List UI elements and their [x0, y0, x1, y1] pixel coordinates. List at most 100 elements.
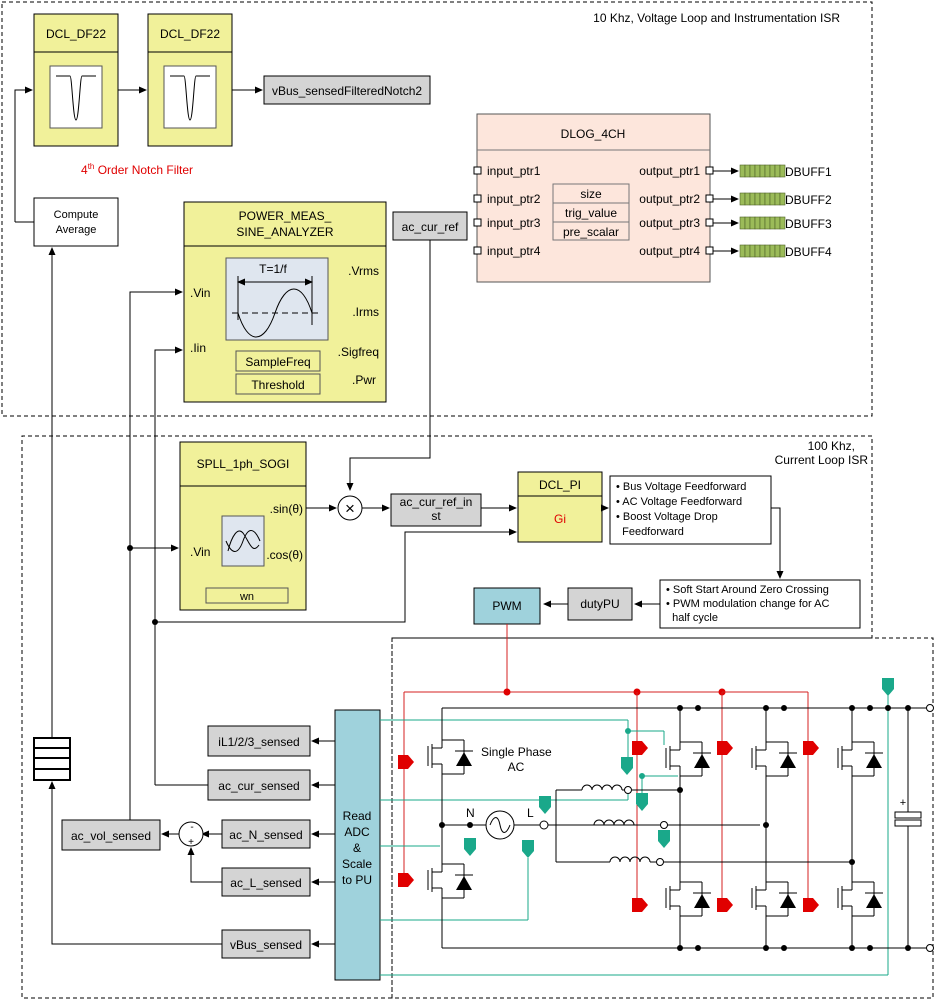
svg-text:-: -	[190, 822, 193, 833]
samplefreq-param	[235, 350, 321, 372]
compute-average-box	[33, 197, 119, 247]
dlog-param-size: size	[580, 187, 602, 201]
dlog-title: DLOG_4CH	[561, 127, 626, 141]
ac-n-sensed-box	[221, 819, 311, 849]
svg-text:vBus_sensed: vBus_sensed	[230, 938, 302, 952]
voltage-loop-title: 10 Khz, Voltage Loop and Instrumentation…	[593, 11, 840, 25]
svg-text:wn: wn	[239, 591, 254, 603]
power-meas-block: POWER_MEAS_ SINE_ANALYZER .Vin .Iin .Vrm…	[183, 201, 387, 403]
svg-text:Threshold: Threshold	[251, 378, 304, 392]
dlog-block: DLOG_4CH input_ptr1 input_ptr2 input_ptr…	[473, 113, 714, 283]
power-meas-iin: .Iin	[190, 341, 206, 355]
svg-text:Scale: Scale	[342, 857, 372, 871]
il-sensed-box	[207, 725, 311, 757]
svg-text:+: +	[188, 837, 194, 848]
power-meas-title-1: POWER_MEAS_	[239, 209, 332, 223]
spll-sin: .sin(θ)	[270, 502, 303, 516]
power-meas-vrms: .Vrms	[348, 264, 379, 278]
dcl-pi-gain: Gi	[554, 512, 566, 526]
period-label: T=1/f	[259, 262, 287, 276]
svg-text:&: &	[353, 841, 361, 855]
dbuff2-label: DBUFF2	[785, 193, 832, 207]
dcl-pi-title: DCL_PI	[539, 478, 581, 492]
single-phase-label-2: AC	[508, 760, 525, 774]
dbuff4-label: DBUFF4	[785, 245, 832, 259]
svg-text:Read: Read	[343, 809, 372, 823]
notch2-title: DCL_DF22	[160, 27, 220, 41]
svg-text:iL1/2/3_sensed: iL1/2/3_sensed	[218, 735, 299, 749]
spll-vin: .Vin	[190, 545, 210, 559]
multiply-symbol: ×	[345, 499, 355, 518]
ff-item-3: • Boost Voltage Drop	[616, 511, 718, 523]
spll-title: SPLL_1ph_SOGI	[197, 457, 290, 471]
notch-response-icon	[170, 75, 210, 121]
power-meas-sigfreq: .Sigfreq	[338, 345, 379, 359]
power-meas-irms: .Irms	[352, 305, 379, 319]
compute-average-line1: Compute	[54, 209, 99, 221]
ss-item-2: • PWM modulation change for AC	[666, 598, 829, 610]
power-meas-pwr: .Pwr	[352, 373, 376, 387]
power-meas-vin: .Vin	[190, 286, 210, 300]
dlog-input-2: input_ptr2	[487, 192, 541, 206]
svg-text:ac_cur_sensed: ac_cur_sensed	[218, 779, 299, 793]
svg-text:ac_N_sensed: ac_N_sensed	[229, 828, 302, 842]
pwm-block	[473, 587, 541, 625]
feedforward-box	[609, 475, 772, 545]
dlog-input-1: input_ptr1	[487, 164, 541, 178]
ac-cur-ref-inst-box	[390, 493, 482, 527]
svg-text:st: st	[431, 509, 441, 523]
dcl-pi-block	[517, 471, 603, 543]
compute-average-line2: Average	[56, 224, 97, 236]
notch-caption: 4th Order Notch Filter	[81, 162, 193, 177]
notch-output-box	[263, 75, 431, 105]
dbuff-arrays: DBUFF1 DBUFF2 DBUFF3 DBUFF4	[713, 164, 832, 259]
vbus-sensed-box	[221, 929, 311, 959]
notch-filter-1: DCL_DF22	[33, 13, 119, 147]
svg-text:ac_vol_sensed: ac_vol_sensed	[71, 829, 151, 843]
ac-cur-ref-box	[392, 211, 468, 241]
adc-block	[334, 709, 381, 981]
ff-item-1: • Bus Voltage Feedforward	[616, 481, 746, 493]
spll-wn-param	[205, 587, 289, 604]
notch1-title: DCL_DF22	[46, 27, 106, 41]
dlog-param-trig: trig_value	[565, 206, 617, 220]
spll-block: SPLL_1ph_SOGI .Vin .sin(θ) .cos(θ) wn	[179, 441, 307, 611]
ff-item-4: Feedforward	[616, 526, 684, 538]
ss-item-3: half cycle	[666, 612, 718, 624]
notch-response-icon	[56, 75, 96, 121]
node-n-label: N	[466, 806, 475, 820]
svg-text:ac_cur_ref_in: ac_cur_ref_in	[400, 495, 473, 509]
node-l-label: L	[527, 806, 534, 820]
dlog-output-3: output_ptr3	[639, 216, 700, 230]
spll-cos: .cos(θ)	[266, 548, 303, 562]
svg-text:ADC: ADC	[344, 825, 370, 839]
dlog-input-4: input_ptr4	[487, 244, 541, 258]
power-stage-region	[391, 637, 934, 999]
duty-label: dutyPU	[580, 597, 619, 611]
ac-cur-ref-label: ac_cur_ref	[402, 220, 459, 234]
notch-filter-2: DCL_DF22	[147, 13, 233, 147]
current-loop-title-2: Current Loop ISR	[775, 453, 869, 467]
dlog-input-3: input_ptr3	[487, 216, 541, 230]
svg-text:SampleFreq: SampleFreq	[245, 355, 310, 369]
current-loop-title-1: 100 Khz,	[808, 439, 855, 453]
power-meas-title-2: SINE_ANALYZER	[236, 225, 333, 239]
dbuff1-label: DBUFF1	[785, 165, 832, 179]
threshold-param	[235, 373, 321, 395]
dlog-output-2: output_ptr2	[639, 192, 700, 206]
single-phase-label-1: Single Phase	[481, 745, 552, 759]
dbuff3-label: DBUFF3	[785, 217, 832, 231]
power-stage: + Single Phase AC N L	[380, 624, 934, 976]
ac-vol-sensed-box	[61, 819, 161, 851]
dlog-param-prescalar: pre_scalar	[563, 225, 619, 239]
softstart-box	[659, 579, 861, 629]
duty-box	[567, 587, 633, 621]
ff-item-2: • AC Voltage Feedforward	[616, 496, 742, 508]
svg-text:ac_L_sensed: ac_L_sensed	[230, 876, 301, 890]
pwm-label: PWM	[492, 599, 521, 613]
average-buffer	[33, 737, 71, 781]
voltage-loop-region	[1, 1, 873, 417]
dlog-output-4: output_ptr4	[639, 244, 700, 258]
ac-l-sensed-box	[221, 867, 311, 897]
